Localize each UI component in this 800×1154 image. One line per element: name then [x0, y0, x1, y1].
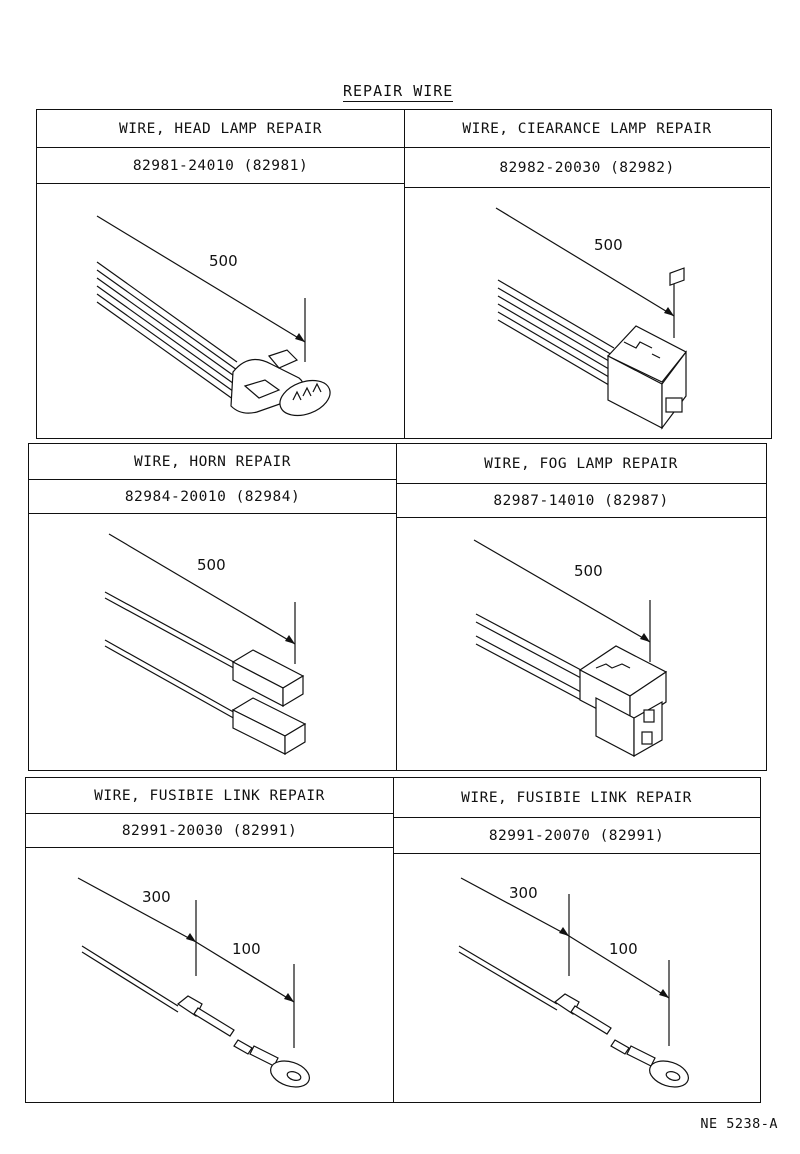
part-number: 82984-20010 (82984)	[29, 480, 396, 514]
panel-row-3: WIRE, FUSIBIE LINK REPAIR 82991-20030 (8…	[25, 777, 761, 1103]
dimension-label: 300	[142, 888, 171, 906]
item-name: WIRE, FOG LAMP REPAIR	[396, 444, 766, 484]
dimension-label: 500	[209, 252, 238, 270]
item-name: WIRE, HEAD LAMP REPAIR	[37, 110, 404, 148]
part-number: 82991-20030 (82991)	[26, 814, 393, 848]
panel-row-2: WIRE, HORN REPAIR 82984-20010 (82984) WI…	[28, 443, 767, 771]
dimension-label: 300	[509, 884, 538, 902]
fusible-link-wire-illustration: 300 100	[393, 854, 760, 1102]
fog-lamp-wire-illustration: 500	[396, 518, 766, 770]
part-number: 82981-24010 (82981)	[37, 148, 404, 184]
column-divider	[396, 444, 397, 770]
dimension-label: 500	[594, 236, 623, 254]
dimension-label: 100	[232, 940, 261, 958]
figure-reference: NE 5238-A	[700, 1116, 778, 1132]
item-name: WIRE, CIEARANCE LAMP REPAIR	[404, 110, 770, 148]
dimension-label: 500	[574, 562, 603, 580]
column-divider	[404, 110, 405, 438]
dimension-label: 100	[609, 940, 638, 958]
column-divider	[393, 778, 394, 1102]
part-number: 82991-20070 (82991)	[393, 818, 760, 854]
part-number: 82982-20030 (82982)	[404, 148, 770, 188]
item-name: WIRE, FUSIBIE LINK REPAIR	[393, 778, 760, 818]
item-name: WIRE, FUSIBIE LINK REPAIR	[26, 778, 393, 814]
item-name: WIRE, HORN REPAIR	[29, 444, 396, 480]
clearance-lamp-wire-illustration: 500	[404, 188, 770, 438]
horn-wire-illustration: 500	[29, 514, 396, 770]
head-lamp-wire-illustration: 500	[37, 186, 404, 438]
part-number: 82987-14010 (82987)	[396, 484, 766, 518]
fusible-link-wire-illustration: 300 100	[26, 848, 393, 1102]
panel-row-1: WIRE, HEAD LAMP REPAIR 82981-24010 (8298…	[36, 109, 772, 439]
dimension-label: 500	[197, 556, 226, 574]
page-title: REPAIR WIRE	[343, 82, 454, 102]
